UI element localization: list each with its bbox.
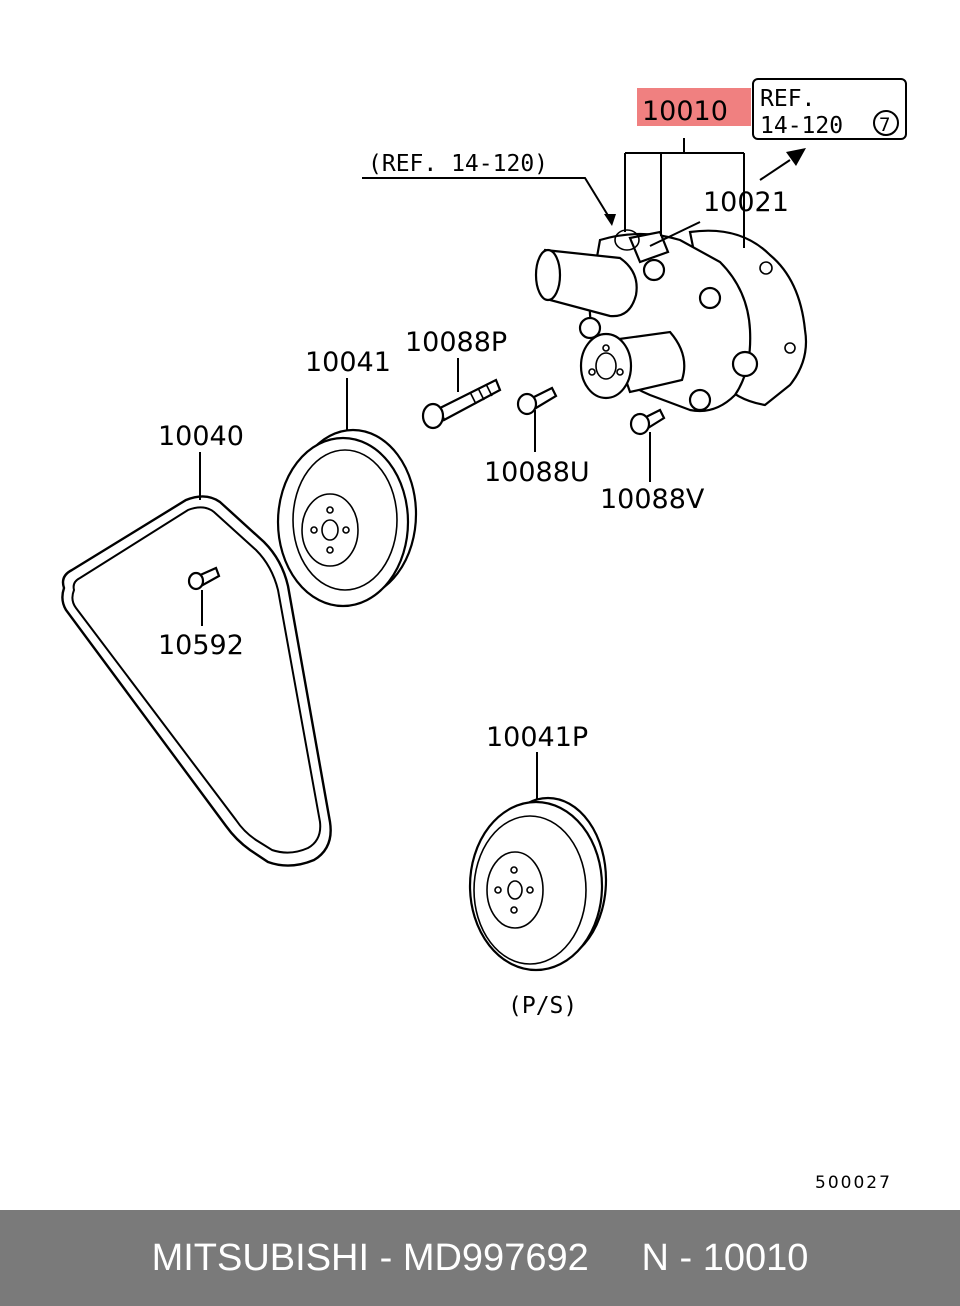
diagram-code: 500027 (815, 1173, 892, 1193)
ref-box (752, 78, 907, 140)
bolt-10088u (516, 386, 558, 416)
footer-text: MITSUBISHI - MD997692 N - 10010 (151, 1236, 809, 1279)
ref-box-circle-label: 7 (879, 114, 890, 136)
bolt-10088p (421, 378, 502, 430)
bolt-10088v (629, 408, 666, 436)
pulley-10041 (276, 428, 418, 608)
callout-10041: 10041 (305, 347, 391, 378)
callout-10010: 10010 (642, 96, 728, 127)
highlight-box (637, 88, 751, 126)
ref-circle-7 (873, 110, 899, 136)
footer-bar: MITSUBISHI - MD997692 N - 10010 (0, 1210, 960, 1306)
ref-box-line1: REF. (760, 86, 815, 112)
bolt-10592 (187, 566, 221, 591)
callout-10088p: 10088P (405, 327, 507, 358)
callout-10041p: 10041P (486, 722, 588, 753)
callout-10021: 10021 (703, 187, 789, 218)
leader-lines (199, 138, 806, 800)
ref-note: (REF. 14-120) (368, 151, 548, 177)
water-pump (534, 229, 808, 413)
callout-10088v: 10088V (600, 484, 705, 515)
pulley-10041p (468, 796, 608, 972)
ref-box-line2: 14-120 (760, 113, 843, 139)
callout-10088u: 10088U (484, 457, 590, 488)
belt-10040 (61, 495, 332, 867)
parts-diagram: 10010 REF. 14-120 7 (REF. 14-120) 10021 … (61, 78, 907, 1193)
callout-10040: 10040 (158, 421, 244, 452)
callout-10592: 10592 (158, 630, 244, 661)
ps-label: (P/S) (508, 993, 577, 1019)
